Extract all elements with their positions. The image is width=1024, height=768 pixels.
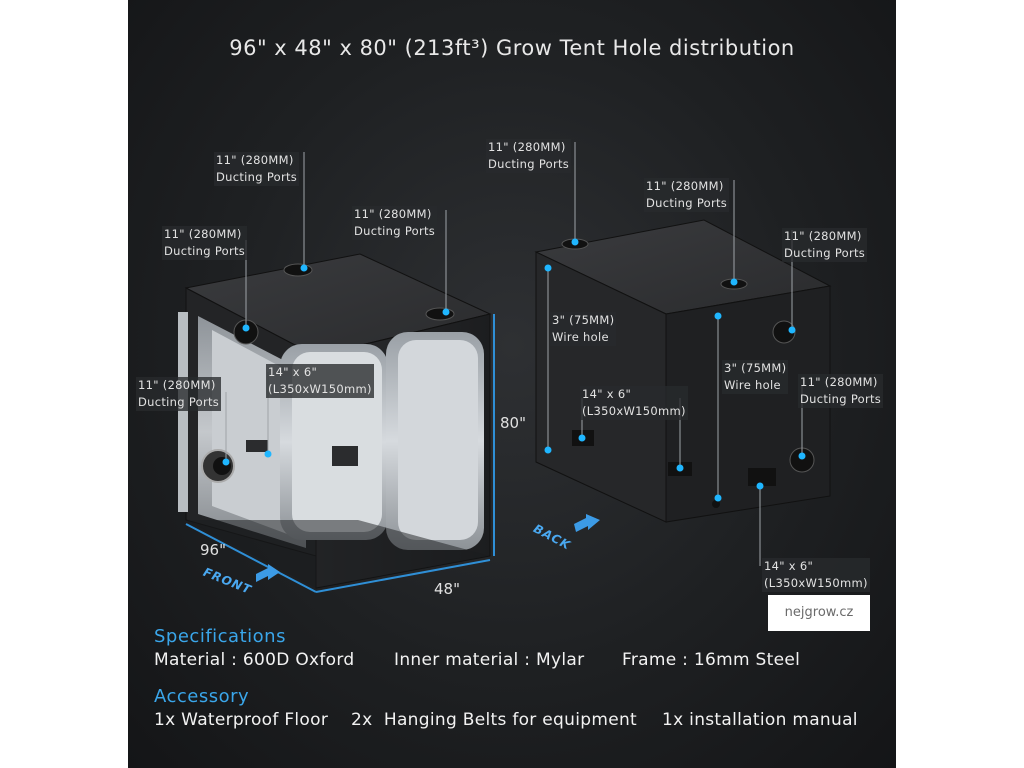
back-right-port-upper-label: 11" (280MM)Ducting Ports	[782, 228, 868, 262]
back-wire-right-label: 3" (75MM)Wire hole	[722, 360, 789, 394]
label-text: 3" (75MM)Wire hole	[724, 361, 787, 392]
label-text: 14" x 6"(L350xW150mm)	[268, 365, 372, 396]
tent-illustration	[178, 142, 832, 593]
label-text: 11" (280MM)Ducting Ports	[164, 227, 246, 258]
accessory-heading: Accessory	[154, 686, 250, 707]
spec-inner-material: Inner material : Mylar	[394, 650, 585, 670]
accessory-floor: 1x Waterproof Floor	[154, 710, 329, 730]
back-top-left-port-label: 11" (280MM)Ducting Ports	[486, 139, 572, 173]
label-text: 11" (280MM)Ducting Ports	[138, 378, 220, 409]
dimension-lines	[185, 314, 495, 593]
label-text: 14" x 6"(L350xW150mm)	[764, 559, 868, 590]
front-side-port-label: 11" (280MM)Ducting Ports	[136, 377, 222, 411]
back-wire-left-label: 3" (75MM)Wire hole	[550, 312, 617, 346]
label-text: 11" (280MM)Ducting Ports	[800, 375, 882, 406]
label-text: 14" x 6"(L350xW150mm)	[582, 387, 686, 418]
watermark: nejgrow.cz	[768, 595, 870, 631]
accessory-manual: 1x installation manual	[662, 710, 858, 730]
front-top-port-label: 11" (280MM)Ducting Ports	[214, 152, 300, 186]
back-vent-bottom-label: 14" x 6"(L350xW150mm)	[762, 558, 870, 592]
spec-frame: Frame : 16mm Steel	[622, 650, 801, 670]
height-dimension: 80"	[500, 414, 526, 432]
specifications-list: Material : 600D Oxford Inner material : M…	[154, 650, 800, 670]
depth-dimension: 48"	[434, 580, 460, 598]
label-text: 11" (280MM)Ducting Ports	[488, 140, 570, 171]
back-top-right-port-label: 11" (280MM)Ducting Ports	[644, 178, 730, 212]
label-text: 3" (75MM)Wire hole	[552, 313, 615, 344]
label-text: 11" (280MM)Ducting Ports	[216, 153, 298, 184]
back-right-port-lower-label: 11" (280MM)Ducting Ports	[798, 374, 884, 408]
front-left-port-label: 11" (280MM)Ducting Ports	[162, 226, 248, 260]
label-text: 11" (280MM)Ducting Ports	[646, 179, 728, 210]
spec-material: Material : 600D Oxford	[154, 650, 355, 670]
label-text: 11" (280MM)Ducting Ports	[354, 207, 436, 238]
accessory-list: 1x Waterproof Floor 2x Hanging Belts for …	[154, 710, 858, 730]
front-vent-label: 14" x 6"(L350xW150mm)	[266, 364, 374, 398]
specifications-heading: Specifications	[154, 626, 286, 647]
hole-markers	[222, 238, 806, 502]
back-vent-mid-label: 14" x 6"(L350xW150mm)	[580, 386, 688, 420]
front-right-port-label: 11" (280MM)Ducting Ports	[352, 206, 438, 240]
direction-arrows	[256, 514, 600, 582]
product-panel: 96" x 48" x 80" (213ft³) Grow Tent Hole …	[128, 0, 896, 768]
label-text: 11" (280MM)Ducting Ports	[784, 229, 866, 260]
accessory-belts: 2x Hanging Belts for equipment	[351, 710, 637, 730]
page-title: 96" x 48" x 80" (213ft³) Grow Tent Hole …	[229, 36, 795, 60]
front-tent	[178, 253, 492, 589]
width-dimension: 96"	[200, 541, 226, 559]
